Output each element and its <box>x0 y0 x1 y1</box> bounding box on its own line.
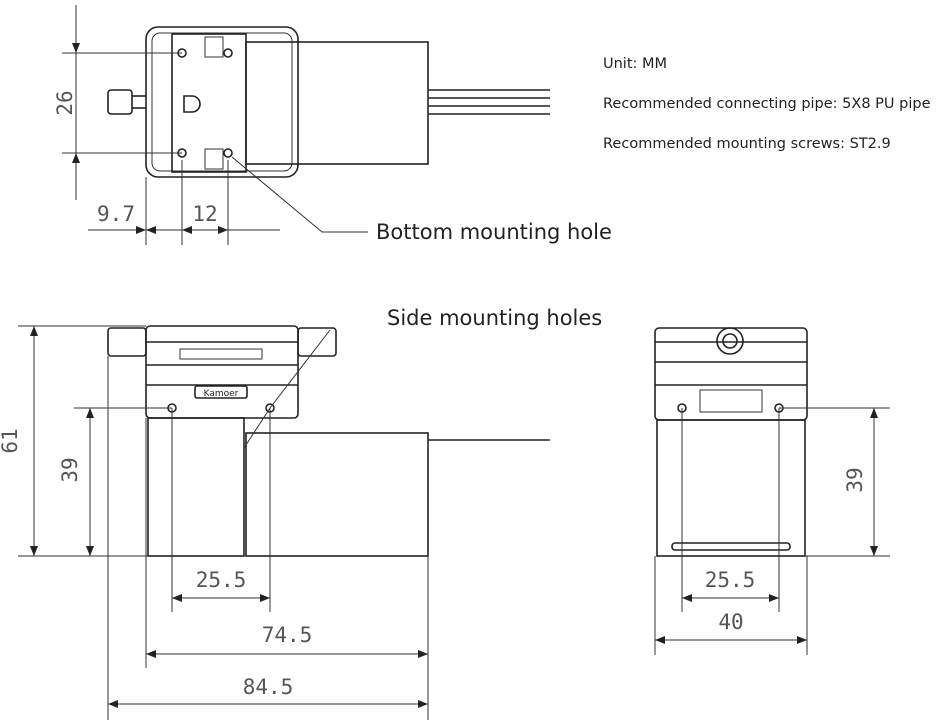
dim-side-total-height: 61 <box>0 428 22 453</box>
dim-body-length: 74.5 <box>262 623 313 647</box>
dim-end-hole-height: 39 <box>843 467 867 492</box>
screws-note: Recommended mounting screws: ST2.9 <box>603 136 891 152</box>
side-view: Kamoer 61 39 25.5 74.5 84.5 Side mountin… <box>0 306 602 720</box>
dim-side-hole-height: 39 <box>58 457 82 482</box>
dim-top-spacing: 12 <box>192 202 217 226</box>
dim-end-hole-spacing: 25.5 <box>705 568 756 592</box>
dim-top-offset: 9.7 <box>97 202 135 226</box>
unit-note: Unit: MM <box>603 56 668 72</box>
dim-side-hole-spacing: 25.5 <box>196 568 247 592</box>
dim-top-height: 26 <box>53 90 77 115</box>
wire-leads <box>428 89 550 115</box>
callout-side-holes: Side mounting holes <box>387 306 602 330</box>
pipe-note: Recommended connecting pipe: 5X8 PU pipe <box>603 96 931 112</box>
top-view: 26 9.7 12 Bottom mounting hole <box>53 5 612 245</box>
dim-end-width: 40 <box>718 610 743 634</box>
dim-total-length: 84.5 <box>243 675 294 699</box>
end-view: 39 25.5 40 <box>654 327 890 655</box>
callout-bottom-hole: Bottom mounting hole <box>376 220 612 244</box>
logo: Kamoer <box>204 389 239 399</box>
